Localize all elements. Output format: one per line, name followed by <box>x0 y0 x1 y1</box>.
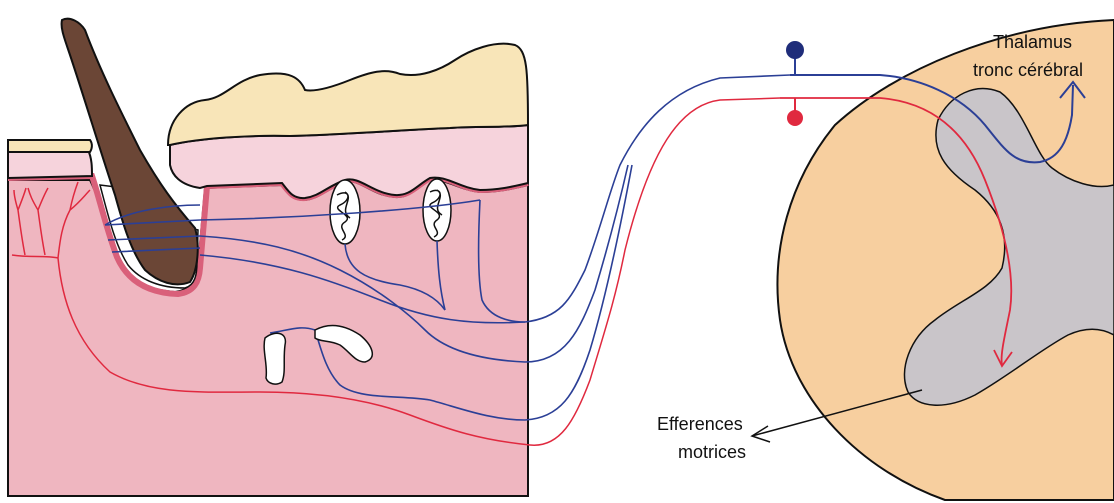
meissner-corpuscle-2 <box>423 179 451 241</box>
meissner-corpuscle-1 <box>330 180 360 244</box>
label-efferences: Efferences <box>657 414 743 434</box>
dorsal-root-ganglion-blue <box>786 41 804 75</box>
blood-vessel-1 <box>264 333 285 384</box>
dorsal-root-ganglion-red <box>787 98 803 126</box>
label-tronc-cerebral: tronc cérébral <box>973 60 1083 80</box>
label-motrices: motrices <box>678 442 746 462</box>
stratum-corneum-left <box>8 140 92 152</box>
label-thalamus: Thalamus <box>993 32 1072 52</box>
epidermis-left <box>8 150 92 178</box>
